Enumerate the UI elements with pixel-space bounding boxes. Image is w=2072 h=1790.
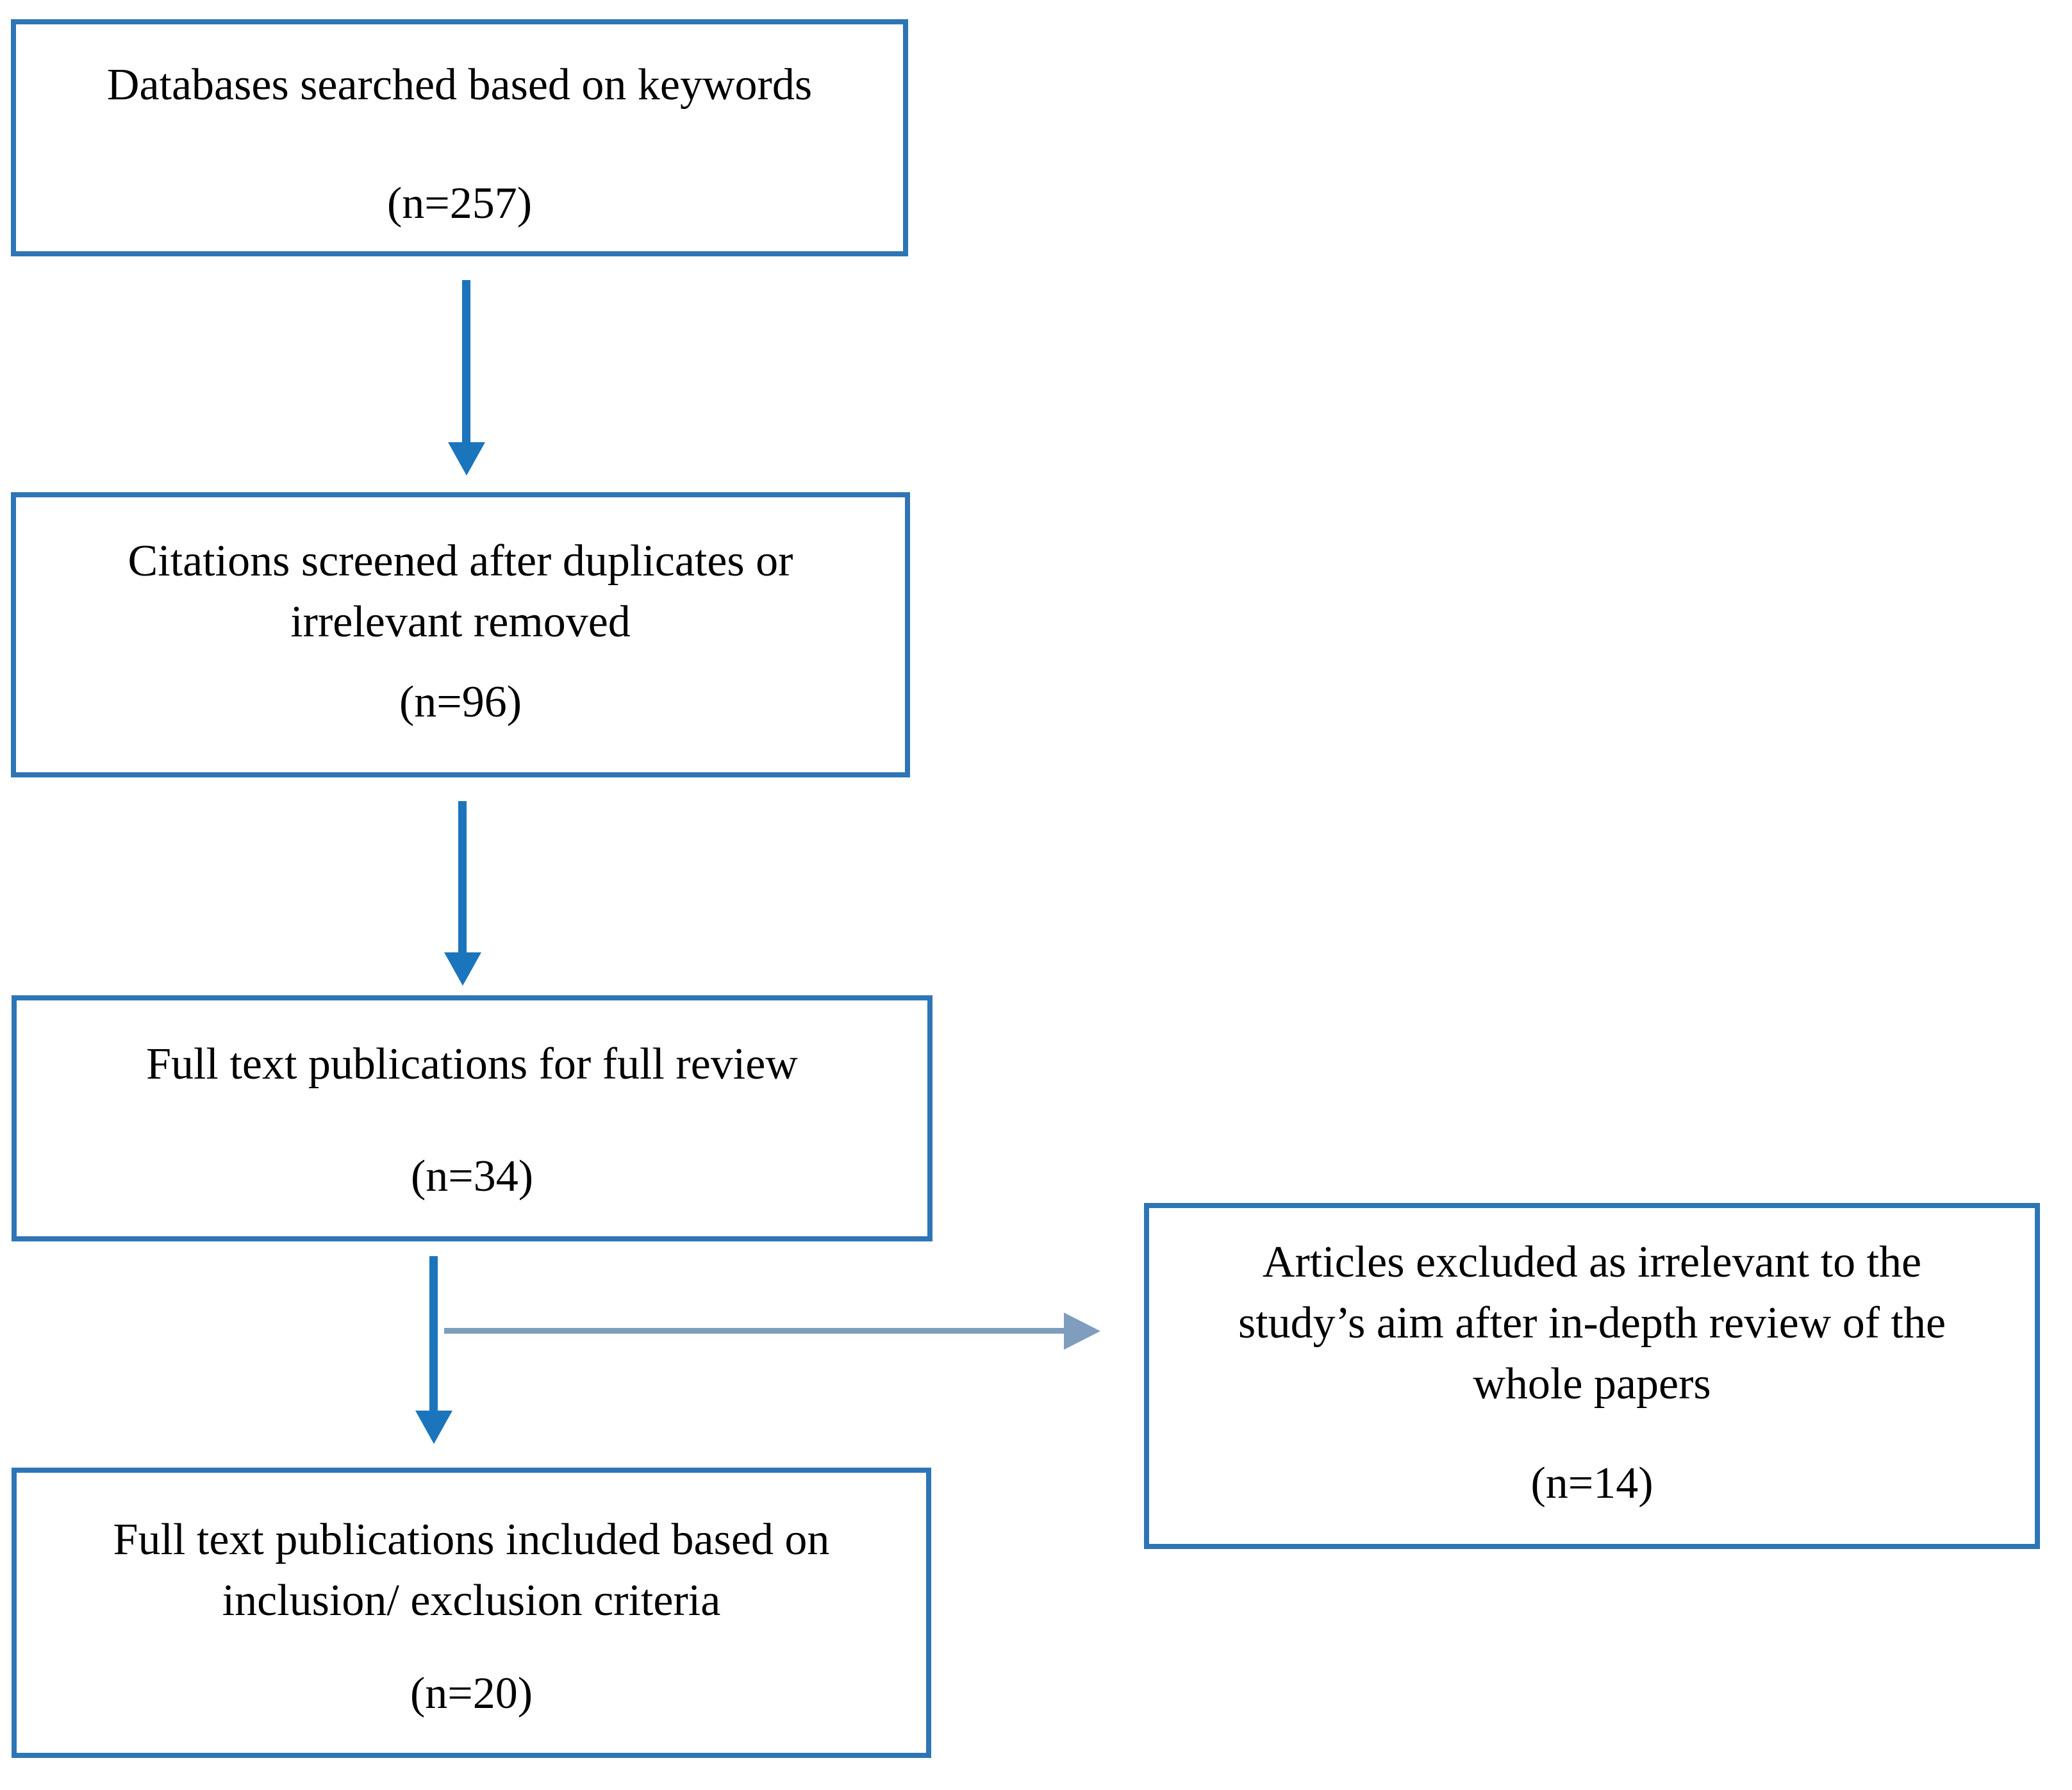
box-citations-screened: Citations screened after duplicates or i…: [11, 492, 910, 777]
down-arrow-2-head-icon: [444, 952, 481, 986]
box-citations-screened-text: Citations screened after duplicates or i…: [128, 536, 793, 647]
box-full-text-review-text: Full text publications for full review: [146, 1040, 798, 1089]
box-articles-excluded-text: Articles excluded as irrelevant to the s…: [1238, 1238, 1946, 1409]
right-arrow-excluded-stem: [444, 1328, 1064, 1334]
box-included-publications-text: Full text publications included based on…: [113, 1515, 830, 1625]
box-included-publications: Full text publications included based on…: [12, 1468, 931, 1758]
box-full-text-review: Full text publications for full review (…: [12, 995, 932, 1241]
box-included-publications-count: (n=20): [410, 1669, 533, 1718]
down-arrow-1-stem: [462, 280, 470, 442]
down-arrow-3-head-icon: [415, 1411, 452, 1444]
right-arrow-excluded-head-icon: [1064, 1313, 1100, 1350]
box-full-text-review-count: (n=34): [410, 1152, 534, 1201]
box-articles-excluded: Articles excluded as irrelevant to the s…: [1144, 1203, 2040, 1549]
down-arrow-2-stem: [458, 801, 467, 952]
box-articles-excluded-count: (n=14): [1530, 1459, 1653, 1508]
box-databases-searched: Databases searched based on keywords (n=…: [11, 19, 908, 256]
box-citations-screened-count: (n=96): [399, 677, 522, 727]
down-arrow-1-head-icon: [448, 442, 485, 476]
box-databases-searched-text: Databases searched based on keywords: [106, 60, 813, 110]
down-arrow-3-stem: [429, 1256, 438, 1411]
box-databases-searched-count: (n=257): [386, 179, 533, 228]
